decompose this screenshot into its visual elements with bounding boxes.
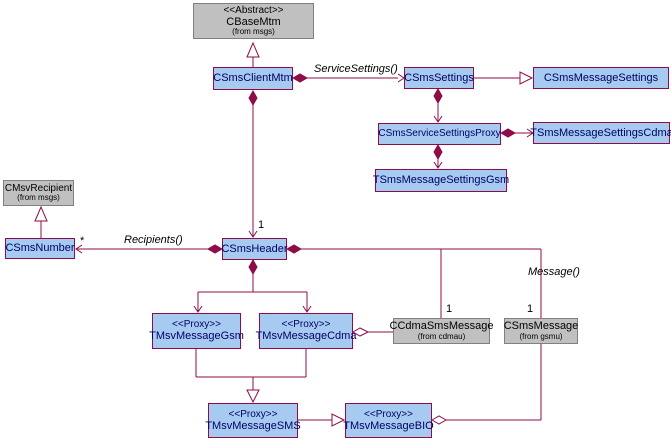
composition-csmsheader-csmsnumber — [75, 244, 224, 254]
class-name: CSmsServiceSettingsProxy — [378, 128, 501, 140]
class-box-ccdmasmsmessage[interactable]: CCdmaSmsMessage (from cdmau) — [390, 318, 493, 344]
class-box-tmsvmessagecdma[interactable]: <<Proxy>> TMsvMessageCdma — [256, 313, 356, 349]
class-stereotype: <<Proxy>> — [364, 408, 413, 420]
generalization-proxies-tmsvmessagesms — [195, 349, 307, 404]
class-box-tmsvmessagegsm[interactable]: <<Proxy>> TMsvMessageGsm — [149, 313, 244, 349]
class-box-csmsmessagesettings[interactable]: CSmsMessageSettings — [533, 67, 669, 89]
class-box-tmsvmessagesms[interactable]: <<Proxy>> TMsvMessageSMS — [205, 403, 301, 438]
aggregation-tmsvmessagebio-csmsmessage — [430, 344, 542, 425]
multiplicity-recipients: * — [80, 235, 85, 247]
class-package: (from cdmau) — [417, 331, 466, 341]
class-stereotype: <<Proxy>> — [281, 319, 331, 331]
class-box-cbasemtm[interactable]: <<Abstract>> CBaseMtm (from msgs) — [193, 3, 314, 39]
composition-proxy-tsmsmessagesettingscdma — [499, 128, 534, 138]
generalization-tmsvmessagesms-tmsvmessagebio — [298, 413, 346, 427]
class-box-cmsvrecipient[interactable]: CMsvRecipient (from msgs) — [3, 180, 74, 206]
class-package: (from gsmu) — [519, 331, 563, 341]
class-name: CCdmaSmsMessage — [389, 320, 494, 333]
composition-csmsclientmtm-csmssettings — [291, 73, 405, 83]
composition-csmsheader-proxies — [193, 258, 312, 313]
class-box-tmsvmessagebio[interactable]: <<Proxy>> TMsvMessageBIO — [343, 403, 434, 438]
class-name: TSmsMessageSettingsCdma — [530, 126, 671, 139]
multiplicity-cdma-message: 1 — [446, 303, 453, 315]
class-stereotype: <<Proxy>> — [228, 408, 278, 420]
generalization-csmssettings-csmsmessagesettings — [474, 71, 534, 85]
class-box-csmsnumber[interactable]: CSmsNumber — [5, 238, 75, 259]
class-name: CSmsMessage — [503, 320, 579, 333]
composition-csmsclientmtm-csmsheader — [248, 89, 258, 238]
aggregation-tmsvmessagecdma-ccdmasmsmessage — [351, 327, 393, 337]
generalization-csmsnumber-cmsvrecipient — [34, 205, 48, 238]
generalization-csmsclientmtm-cbasemtm — [246, 41, 260, 67]
class-box-csmsservicesettingsproxy[interactable]: CSmsServiceSettingsProxy — [378, 123, 501, 145]
class-box-csmsclientmtm[interactable]: CSmsClientMtm — [213, 67, 293, 90]
role-label-recipients: Recipients() — [124, 234, 183, 246]
role-label-service-settings: ServiceSettings() — [314, 63, 398, 75]
role-label-message: Message() — [528, 266, 580, 278]
multiplicity-sms-message: 1 — [527, 303, 534, 315]
class-name: CSmsNumber — [5, 242, 75, 255]
class-name: CSmsSettings — [404, 71, 474, 84]
composition-csmssettings-csmsservicesettingsproxy — [433, 87, 443, 123]
class-name: CMsvRecipient — [4, 182, 73, 194]
class-stereotype: <<Proxy>> — [172, 319, 221, 331]
composition-csmsheader-messages — [285, 244, 542, 318]
class-box-csmssettings[interactable]: CSmsSettings — [404, 67, 474, 89]
multiplicity-header: 1 — [258, 219, 265, 231]
class-name: TMsvMessageGsm — [149, 330, 244, 343]
class-name: TMsvMessageBIO — [343, 419, 434, 432]
class-box-csmsheader[interactable]: CSmsHeader — [221, 238, 288, 260]
class-name: TMsvMessageCdma — [255, 330, 357, 343]
class-stereotype: <<Abstract>> — [223, 4, 284, 16]
class-name: TMsvMessageSMS — [205, 419, 301, 432]
composition-proxy-tsmsmessagesettingsgsm — [433, 143, 443, 169]
class-name: TSmsMessageSettingsGsm — [372, 174, 510, 187]
class-name: CSmsClientMtm — [213, 72, 293, 85]
class-name: CBaseMtm — [226, 15, 281, 28]
class-package: (from msgs) — [17, 193, 60, 203]
class-box-tsmsmessagesettingsgsm[interactable]: TSmsMessageSettingsGsm — [372, 169, 510, 192]
class-box-tsmsmessagesettingscdma[interactable]: TSmsMessageSettingsCdma — [530, 122, 671, 144]
class-package: (from msgs) — [232, 27, 275, 37]
class-name: CSmsHeader — [221, 242, 288, 255]
class-name: CSmsMessageSettings — [543, 71, 659, 84]
class-box-csmsmessage[interactable]: CSmsMessage (from gsmu) — [504, 318, 578, 344]
